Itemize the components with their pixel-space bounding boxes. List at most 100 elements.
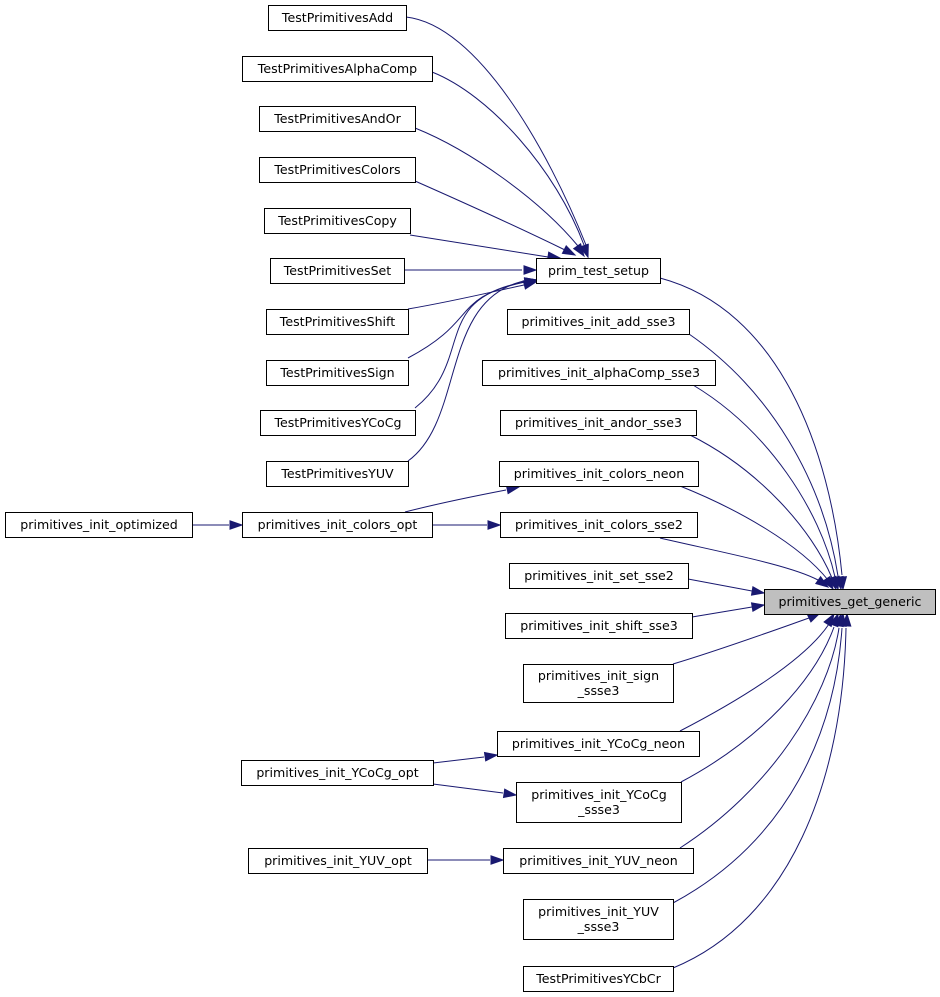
node-box[interactable] bbox=[270, 258, 405, 284]
edge-t-andor-to-prim-test-setup bbox=[414, 127, 585, 258]
arrowhead-icon bbox=[561, 244, 577, 256]
node-init-yuv-neon[interactable]: primitives_init_YUV_neon bbox=[503, 848, 694, 874]
node-box[interactable] bbox=[242, 56, 433, 82]
node-prim-test-setup[interactable]: prim_test_setup bbox=[536, 258, 661, 284]
edge-init-sign-ssse3-to-get-generic bbox=[672, 612, 822, 665]
edge-line bbox=[672, 627, 847, 969]
node-get-generic[interactable]: primitives_get_generic bbox=[764, 589, 936, 615]
node-label: primitives_get_generic bbox=[779, 594, 922, 609]
edge-line bbox=[414, 281, 525, 409]
edge-line bbox=[692, 384, 836, 578]
edge-init-ycocg-ssse3-to-get-generic bbox=[680, 612, 839, 783]
node-t-yuv[interactable]: TestPrimitivesYUV bbox=[266, 461, 409, 487]
node-box[interactable] bbox=[507, 309, 690, 335]
edge-line bbox=[680, 626, 835, 783]
edge-init-shift-sse3-to-get-generic bbox=[691, 602, 766, 618]
node-box[interactable] bbox=[5, 512, 193, 538]
node-init-shift-sse3[interactable]: primitives_init_shift_sse3 bbox=[505, 613, 693, 639]
node-label: primitives_init_alphaComp_sse3 bbox=[498, 365, 700, 380]
node-box[interactable] bbox=[259, 106, 416, 132]
edge-line bbox=[679, 627, 840, 849]
node-init-colors-sse2[interactable]: primitives_init_colors_sse2 bbox=[500, 512, 698, 538]
node-label: primitives_init_YCoCg_opt bbox=[256, 765, 418, 780]
node-t-andor[interactable]: TestPrimitivesAndOr bbox=[259, 106, 416, 132]
node-init-ycocg-opt[interactable]: primitives_init_YCoCg_opt bbox=[241, 760, 434, 786]
node-t-ycocg[interactable]: TestPrimitivesYCoCg bbox=[260, 410, 416, 436]
node-init-add-sse3[interactable]: primitives_init_add_sse3 bbox=[507, 309, 690, 335]
node-box[interactable] bbox=[523, 899, 674, 940]
node-init-ycocg-neon[interactable]: primitives_init_YCoCg_neon bbox=[497, 731, 700, 757]
node-label: primitives_init_andor_sse3 bbox=[515, 415, 682, 430]
node-box[interactable] bbox=[497, 731, 700, 757]
node-box[interactable] bbox=[266, 360, 409, 386]
node-box[interactable] bbox=[500, 410, 697, 436]
arrowhead-icon bbox=[502, 788, 518, 799]
node-init-alpha-sse3[interactable]: primitives_init_alphaComp_sse3 bbox=[482, 360, 716, 386]
node-label: TestPrimitivesAlphaComp bbox=[257, 61, 417, 76]
node-box[interactable] bbox=[248, 848, 428, 874]
node-box[interactable] bbox=[509, 563, 689, 589]
node-t-set[interactable]: TestPrimitivesSet bbox=[270, 258, 405, 284]
edge-t-copy-to-prim-test-setup bbox=[409, 234, 562, 262]
node-init-andor-sse3[interactable]: primitives_init_andor_sse3 bbox=[500, 410, 697, 436]
node-init-ycocg-ssse3[interactable]: primitives_init_YCoCg_ssse3 bbox=[516, 782, 682, 823]
edge-line bbox=[431, 71, 585, 246]
node-label: TestPrimitivesYCbCr bbox=[535, 971, 661, 986]
node-label: TestPrimitivesCopy bbox=[277, 213, 397, 228]
node-box[interactable] bbox=[499, 461, 699, 487]
node-label: primitives_init_set_sse2 bbox=[524, 568, 674, 583]
node-box[interactable] bbox=[266, 461, 409, 487]
node-label: TestPrimitivesAndOr bbox=[273, 111, 401, 126]
node-label: TestPrimitivesShift bbox=[279, 314, 396, 329]
node-box[interactable] bbox=[516, 782, 682, 823]
node-box[interactable] bbox=[500, 512, 698, 538]
node-label: primitives_init_sign bbox=[538, 668, 659, 683]
node-label: prim_test_setup bbox=[548, 263, 649, 278]
node-label: TestPrimitivesAdd bbox=[281, 10, 393, 25]
node-box[interactable] bbox=[264, 208, 411, 234]
node-box[interactable] bbox=[536, 258, 661, 284]
node-label: primitives_init_YCoCg_neon bbox=[512, 736, 685, 751]
node-t-sign[interactable]: TestPrimitivesSign bbox=[266, 360, 409, 386]
node-box[interactable] bbox=[241, 760, 434, 786]
edge-init-ycocg-neon-to-get-generic bbox=[679, 612, 835, 732]
edge-t-yuv-to-prim-test-setup bbox=[407, 277, 539, 462]
node-init-sign-ssse3[interactable]: primitives_init_sign_ssse3 bbox=[523, 664, 674, 703]
node-box[interactable] bbox=[503, 848, 694, 874]
arrowhead-icon bbox=[523, 277, 539, 287]
node-box[interactable] bbox=[764, 589, 936, 615]
node-label: TestPrimitivesYCoCg bbox=[273, 415, 401, 430]
node-box[interactable] bbox=[266, 309, 409, 335]
node-t-ycbcr[interactable]: TestPrimitivesYCbCr bbox=[523, 966, 674, 992]
edge-line bbox=[659, 537, 819, 581]
arrowhead-icon bbox=[841, 612, 852, 627]
node-init-set-sse2[interactable]: primitives_init_set_sse2 bbox=[509, 563, 689, 589]
node-label: TestPrimitivesSet bbox=[283, 263, 392, 278]
edge-init-ycocg-opt-to-init-ycocg-neon bbox=[432, 751, 499, 764]
node-t-shift[interactable]: TestPrimitivesShift bbox=[266, 309, 409, 335]
edge-init-alpha-sse3-to-get-generic bbox=[692, 384, 840, 591]
node-box[interactable] bbox=[259, 157, 416, 183]
node-t-alpha[interactable]: TestPrimitivesAlphaComp bbox=[242, 56, 433, 82]
node-box[interactable] bbox=[505, 613, 693, 639]
node-box[interactable] bbox=[482, 360, 716, 386]
node-t-copy[interactable]: TestPrimitivesCopy bbox=[264, 208, 411, 234]
node-t-add[interactable]: TestPrimitivesAdd bbox=[268, 5, 407, 31]
node-box[interactable] bbox=[523, 664, 674, 703]
node-box[interactable] bbox=[242, 512, 433, 538]
node-init-yuv-opt[interactable]: primitives_init_YUV_opt bbox=[248, 848, 428, 874]
node-init-colors-opt[interactable]: primitives_init_colors_opt bbox=[242, 512, 433, 538]
node-box[interactable] bbox=[523, 966, 674, 992]
edge-line bbox=[689, 434, 833, 579]
node-t-colors[interactable]: TestPrimitivesColors bbox=[259, 157, 416, 183]
arrowhead-icon bbox=[523, 265, 538, 275]
node-init-colors-neon[interactable]: primitives_init_colors_neon bbox=[499, 461, 699, 487]
node-box[interactable] bbox=[268, 5, 407, 31]
node-init-optimized[interactable]: primitives_init_optimized bbox=[5, 512, 193, 538]
node-box[interactable] bbox=[260, 410, 416, 436]
node-label: primitives_init_colors_sse2 bbox=[515, 517, 683, 532]
node-init-yuv-ssse3[interactable]: primitives_init_YUV_ssse3 bbox=[523, 899, 674, 940]
edge-line bbox=[672, 617, 810, 665]
edge-line bbox=[691, 606, 753, 618]
